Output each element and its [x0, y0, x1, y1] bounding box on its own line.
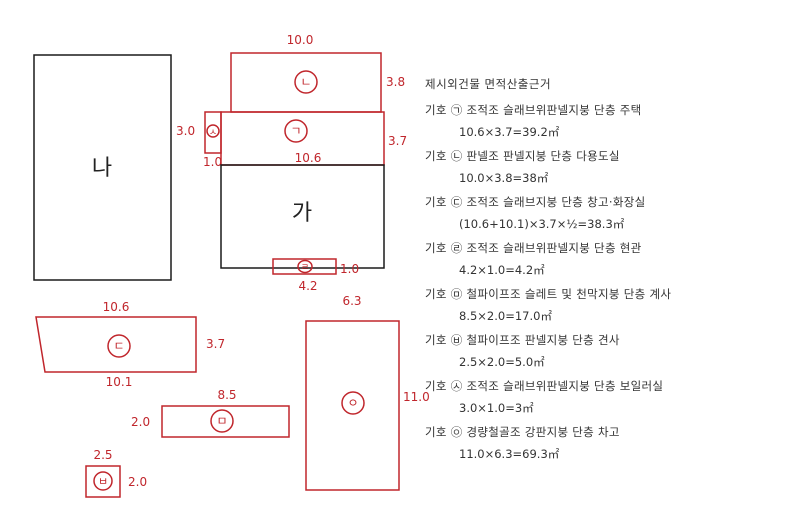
symbol-giyeok: ㄱ	[290, 124, 301, 138]
building-ga-label: 가	[292, 201, 312, 226]
dim-siot-bottom: 1.0	[203, 155, 222, 169]
legend-entry-calc: 10.0×3.8=38㎡	[459, 171, 549, 185]
legend-entry-desc: 기호 ㉣ 조적조 슬래브위판넬지붕 단층 현관	[425, 241, 642, 255]
legend-entry-desc: 기호 ㉢ 조적조 슬래브지붕 단층 창고·화장실	[425, 195, 646, 209]
legend-entry: 기호 ㉡ 판넬조 판넬지붕 단층 다용도실 10.0×3.8=38㎡	[425, 148, 795, 186]
symbol-giyeok-circle	[284, 119, 308, 143]
symbol-siot: ㅅ	[209, 128, 217, 138]
dim-digeut-right: 3.7	[206, 337, 225, 351]
symbol-rieul-circle	[297, 259, 313, 274]
symbol-mieum-circle	[210, 409, 234, 433]
legend-entry-calc: 2.5×2.0=5.0㎡	[459, 355, 545, 369]
structure-rieul	[272, 258, 337, 275]
building-ga	[220, 164, 385, 269]
legend-entry-desc: 기호 ㉥ 철파이프조 판넬지붕 단층 견사	[425, 333, 620, 347]
legend-entry: 기호 ㉤ 철파이프조 슬레트 및 천막지붕 단층 계사 8.5×2.0=17.0…	[425, 286, 795, 324]
legend-entry-calc: (10.6+10.1)×3.7×½=38.3㎡	[459, 217, 625, 231]
symbol-ieung-circle	[341, 391, 365, 415]
building-na	[33, 54, 172, 281]
dim-mieum-left: 2.0	[131, 415, 150, 429]
legend-entry-calc: 10.6×3.7=39.2㎡	[459, 125, 560, 139]
legend-entry-desc: 기호 ㉠ 조적조 슬래브위판넬지붕 단층 주택	[425, 103, 642, 117]
dim-nieun-top: 10.0	[287, 33, 314, 47]
legend-entry: 기호 ㉣ 조적조 슬래브위판넬지붕 단층 현관 4.2×1.0=4.2㎡	[425, 240, 795, 278]
dim-digeut-bottom: 10.1	[106, 375, 133, 389]
symbol-rieul: ㄹ	[301, 263, 309, 273]
dim-siot-left: 3.0	[176, 124, 195, 138]
legend-entry: 기호 ㉢ 조적조 슬래브지붕 단층 창고·화장실 (10.6+10.1)×3.7…	[425, 194, 795, 232]
dim-giyeok-right: 3.7	[388, 134, 407, 148]
dim-bieup-top: 2.5	[93, 448, 112, 462]
legend-entry: 기호 ㉥ 철파이프조 판넬지붕 단층 견사 2.5×2.0=5.0㎡	[425, 332, 795, 370]
symbol-bieup-circle	[93, 471, 113, 491]
symbol-ieung: ㅇ	[347, 396, 358, 410]
symbol-digeut-circle	[107, 334, 131, 358]
building-na-label: 나	[92, 156, 112, 181]
symbol-siot-circle	[206, 124, 220, 138]
dim-ieung-right: 11.0	[403, 390, 430, 404]
dim-rieul-right: 1.0	[340, 262, 359, 276]
legend-entry-calc: 8.5×2.0=17.0㎡	[459, 309, 552, 323]
symbol-nieun: ㄴ	[300, 75, 311, 89]
legend-entry-desc: 기호 ㉦ 조적조 슬래브위판넬지붕 단층 보일러실	[425, 379, 664, 393]
structure-digeut	[35, 316, 197, 373]
legend-title: 제시외건물 면적산출근거	[425, 77, 552, 91]
legend-entry-desc: 기호 ㉤ 철파이프조 슬레트 및 천막지붕 단층 계사	[425, 287, 672, 301]
dim-giyeok-bottom: 10.6	[295, 151, 322, 165]
symbol-digeut: ㄷ	[113, 339, 124, 353]
dim-rieul-bottom: 4.2	[298, 279, 317, 293]
legend-entry: 기호 ㉦ 조적조 슬래브위판넬지붕 단층 보일러실 3.0×1.0=3㎡	[425, 378, 795, 416]
area-calculation-legend: 제시외건물 면적산출근거 기호 ㉠ 조적조 슬래브위판넬지붕 단층 주택 10.…	[425, 76, 795, 470]
dim-bieup-right: 2.0	[128, 475, 147, 489]
legend-entry: 기호 ㉧ 경량철골조 강판지붕 단층 차고 11.0×6.3=69.3㎡	[425, 424, 795, 462]
dim-digeut-top: 10.6	[103, 300, 130, 314]
symbol-bieup: ㅂ	[98, 475, 108, 488]
structure-siot	[204, 111, 222, 154]
legend-entry-calc: 11.0×6.3=69.3㎡	[459, 447, 560, 461]
symbol-mieum: ㅁ	[216, 414, 227, 428]
legend-entry-desc: 기호 ㉡ 판넬조 판넬지붕 단층 다용도실	[425, 149, 620, 163]
structure-bieup	[85, 465, 121, 498]
legend-entry-calc: 3.0×1.0=3㎡	[459, 401, 534, 415]
dim-ieung-top: 6.3	[342, 294, 361, 308]
dim-nieun-right: 3.8	[386, 75, 405, 89]
dim-mieum-top: 8.5	[217, 388, 236, 402]
structure-ieung	[305, 320, 400, 491]
structure-mieum	[161, 405, 290, 438]
legend-entry-calc: 4.2×1.0=4.2㎡	[459, 263, 545, 277]
symbol-nieun-circle	[294, 70, 318, 94]
legend-entry: 기호 ㉠ 조적조 슬래브위판넬지붕 단층 주택 10.6×3.7=39.2㎡	[425, 102, 795, 140]
legend-entry-desc: 기호 ㉧ 경량철골조 강판지붕 단층 차고	[425, 425, 620, 439]
